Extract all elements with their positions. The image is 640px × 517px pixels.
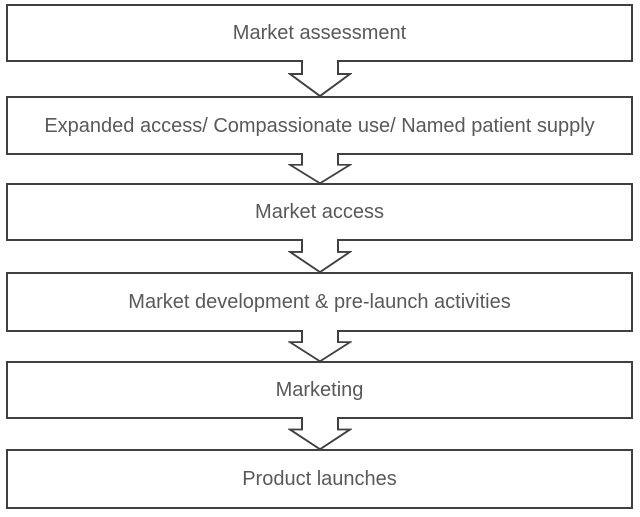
step-market-assessment: Market assessment [6,4,633,62]
step-market-access: Market access [6,183,633,241]
step-label: Market access [255,201,384,223]
step-marketing: Marketing [6,361,633,419]
down-arrow-icon [288,330,352,363]
step-label: Expanded access/ Compassionate use/ Name… [44,114,595,137]
step-label: Market development & pre-launch activiti… [128,291,511,313]
step-expanded-access: Expanded access/ Compassionate use/ Name… [6,96,633,155]
down-arrow-icon [288,239,352,274]
step-label: Market assessment [232,22,407,44]
step-label: Product launches [242,468,397,490]
down-arrow-icon [288,153,352,185]
step-label: Marketing [275,379,364,401]
step-market-development: Market development & pre-launch activiti… [6,272,633,332]
step-product-launches: Product launches [6,449,633,509]
down-arrow-icon [288,60,352,98]
down-arrow-icon [288,417,352,451]
